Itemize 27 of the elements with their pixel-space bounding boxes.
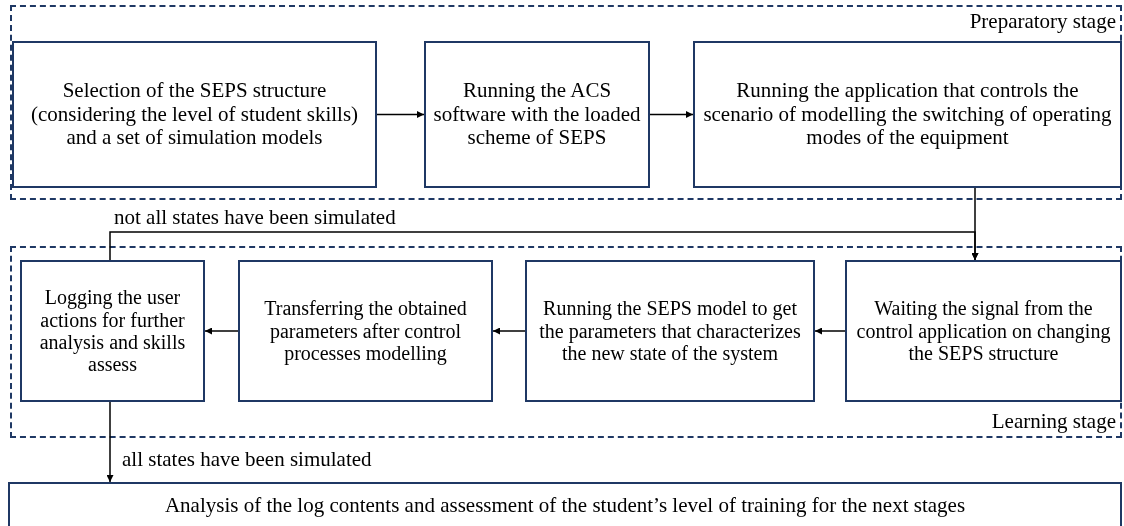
process-box <box>525 260 815 402</box>
arrow <box>109 231 979 261</box>
arrow <box>649 111 694 118</box>
arrow <box>204 327 239 335</box>
box-text: Selection of the SEPS structure (considering the level of student skills) and a set of simulation models <box>29 79 360 150</box>
box-text: Transferring the obtained parameters after control processes modelling <box>263 297 468 365</box>
stage-frame <box>10 5 1122 200</box>
process-box <box>12 41 377 188</box>
process-box <box>238 260 493 402</box>
arrow <box>492 327 526 335</box>
arrow <box>106 401 114 483</box>
process-box <box>845 260 1122 402</box>
stage-label: Preparatory stage <box>969 9 1116 34</box>
stage-frame <box>10 246 1122 438</box>
process-box <box>20 260 205 402</box>
arrow <box>376 111 425 118</box>
arrow <box>814 327 846 335</box>
box-text: Logging the user actions for further analysis and skills assess <box>38 286 187 376</box>
process-box <box>424 41 650 188</box>
process-box <box>693 41 1122 188</box>
box-text: Waiting the signal from the control application on changing the SEPS structure <box>855 297 1112 365</box>
box-text: Analysis of the log contents and assessment of the student’s level of training for the next stages <box>164 494 966 518</box>
process-box <box>8 482 1122 526</box>
box-text: Running the SEPS model to get the parameters that characterizes the new state of the system <box>538 297 802 365</box>
stage-label: Learning stage <box>991 409 1116 434</box>
box-text: Running the application that controls the scenario of modelling the switching of operating modes of the equipment <box>702 79 1113 150</box>
box-text: Running the ACS software with the loaded scheme of SEPS <box>432 79 642 150</box>
